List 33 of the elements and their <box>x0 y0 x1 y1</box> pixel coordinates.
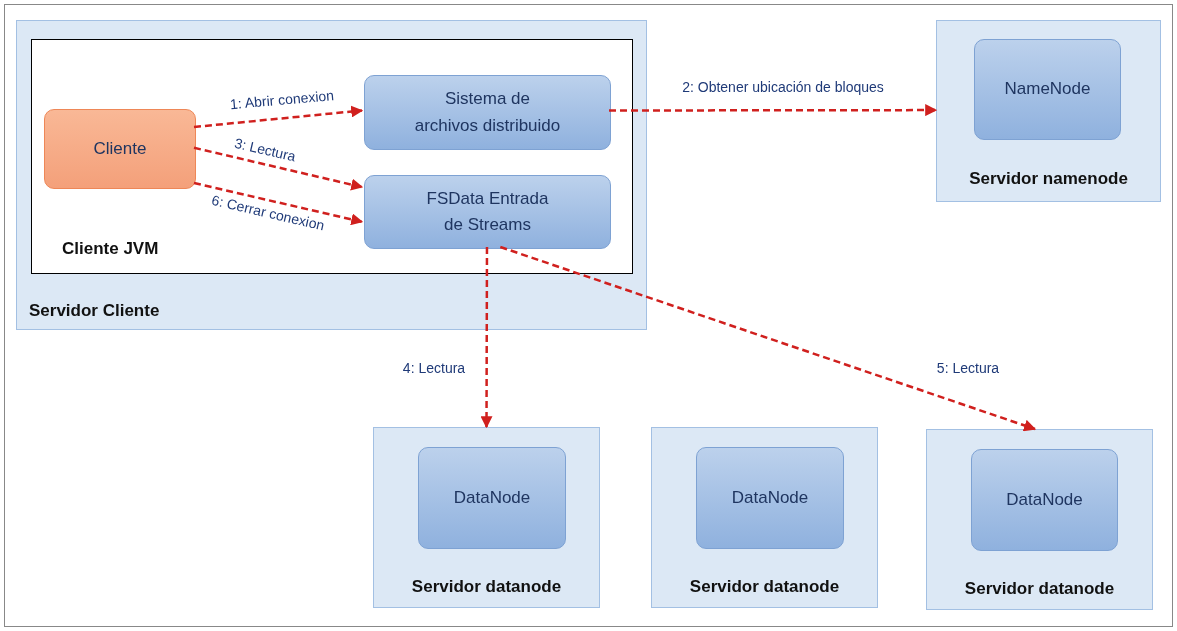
dashed-arrow <box>193 146 364 191</box>
process-box <box>974 39 1121 140</box>
dashed-arrow <box>193 181 364 226</box>
node-label: DataNode <box>1006 488 1083 511</box>
dashed-arrow <box>609 104 938 117</box>
server-panel <box>16 20 647 330</box>
node-label: NameNode <box>1004 78 1091 101</box>
panel-title: Cliente JVM <box>62 239 159 259</box>
panel-title: Servidor datanode <box>688 577 841 597</box>
process-box <box>364 175 611 249</box>
dashed-arrow <box>499 245 1037 432</box>
node-label: DataNode <box>731 486 809 509</box>
node-label: Cliente <box>93 137 147 160</box>
process-box <box>44 109 196 189</box>
node-label: FSData Entrada de Streams <box>425 187 550 236</box>
panel-title: Servidor datanode <box>410 577 563 597</box>
server-panel <box>373 427 600 608</box>
panel-title: Servidor datanode <box>963 579 1116 599</box>
process-box <box>971 449 1118 551</box>
node-label: DataNode <box>453 486 531 509</box>
dashed-arrow <box>193 105 364 129</box>
server-panel <box>926 429 1153 610</box>
server-panel <box>936 20 1161 202</box>
process-box <box>696 447 844 549</box>
process-box <box>364 75 611 150</box>
node-label: Sistema de archivos distribuido <box>413 88 562 137</box>
panel-title: Servidor Cliente <box>29 301 160 321</box>
container-box <box>31 39 633 274</box>
dashed-arrow <box>480 247 493 429</box>
panel-title: Servidor namenode <box>968 169 1129 189</box>
edge-label: 2: Obtener ubicación de bloques <box>680 78 886 96</box>
server-panel <box>651 427 878 608</box>
process-box <box>418 447 566 549</box>
